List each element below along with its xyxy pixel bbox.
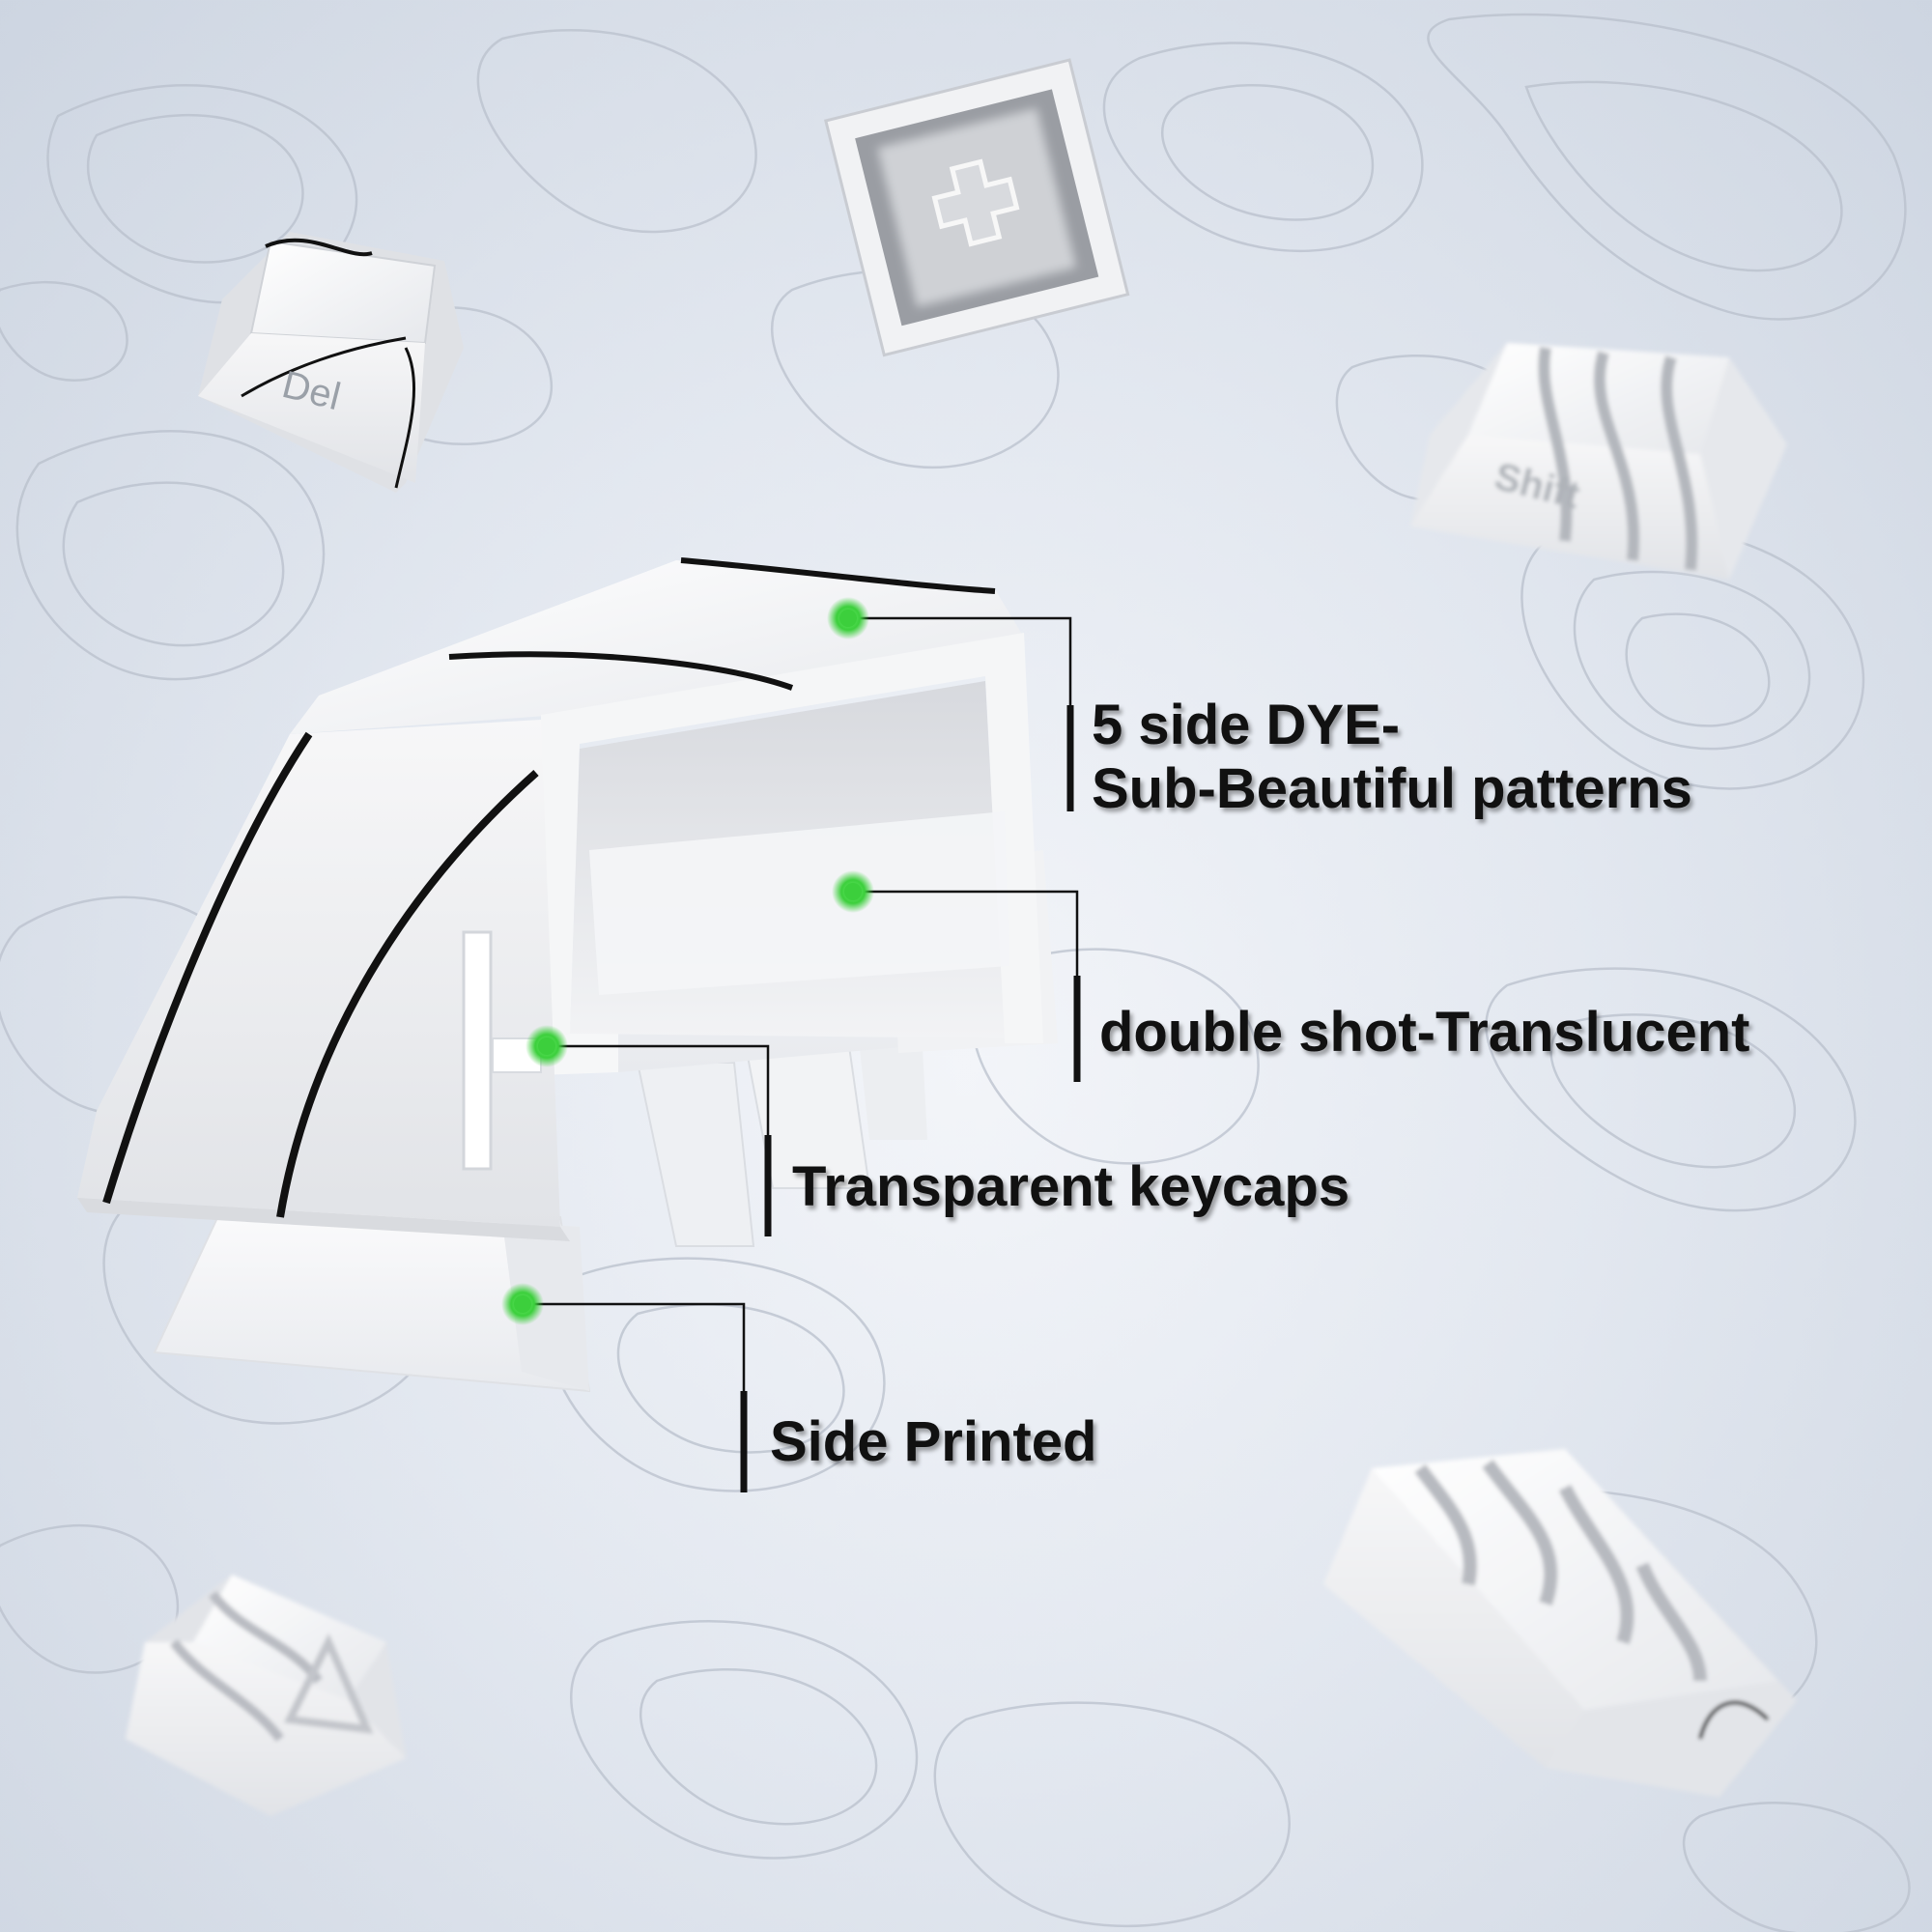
marker-dots <box>501 597 874 1325</box>
callout-dye-sub-line2: Sub-Beautiful patterns <box>1092 757 1692 820</box>
callout-dye-sub: 5 side DYE- Sub-Beautiful patterns <box>1092 694 1692 821</box>
callout-double-shot: double shot-Translucent <box>1099 1001 1750 1065</box>
main-keycap-cutaway <box>77 557 1058 1393</box>
keycap-stem-view <box>824 58 1130 357</box>
keycap-bottom-left <box>126 1575 406 1816</box>
keycap-shift: Shift <box>1410 343 1787 580</box>
callout-dye-sub-line1: 5 side DYE- <box>1092 694 1401 756</box>
callout-transparent-label: Transparent keycaps <box>792 1155 1350 1218</box>
keycap-del: Del <box>198 232 464 493</box>
callout-side-printed-label: Side Printed <box>770 1410 1097 1473</box>
leader-lines <box>525 616 1081 1492</box>
keycap-bottom-right <box>1323 1449 1797 1797</box>
callout-transparent: Transparent keycaps <box>792 1155 1350 1219</box>
callout-double-shot-label: double shot-Translucent <box>1099 1001 1750 1064</box>
callout-side-printed: Side Printed <box>770 1410 1096 1474</box>
cross-stem-icon <box>931 158 1020 247</box>
